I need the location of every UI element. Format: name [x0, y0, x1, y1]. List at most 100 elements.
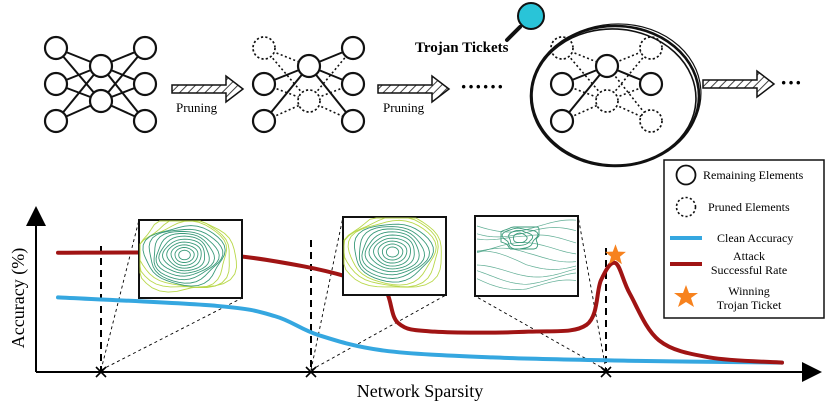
remaining-neuron: [340, 35, 366, 61]
contour-line: [174, 247, 195, 263]
x-axis-label: Network Sparsity: [357, 381, 483, 401]
network-edge: [606, 47, 652, 67]
contour-line: [354, 223, 434, 283]
remaining-neuron: [594, 53, 620, 79]
contour-line: [361, 228, 425, 276]
pruning-arrow-2: [377, 74, 451, 104]
contour-line: [142, 225, 226, 287]
network-edge: [606, 100, 652, 122]
remaining-element-icon: [675, 164, 697, 186]
trojan-tickets-title: Trojan Tickets: [415, 40, 509, 56]
sparsity-marker-2: [305, 366, 317, 378]
loss-landscape-inset-1: [138, 219, 243, 299]
loss-landscape-inset-3: [474, 215, 579, 297]
pruning-label-1: Pruning: [176, 100, 218, 115]
y-axis-label: Accuracy (%): [8, 248, 29, 348]
pruned-neuron: [639, 109, 663, 133]
remaining-neuron: [549, 108, 575, 134]
remaining-neuron: [132, 71, 158, 97]
clean-accuracy-line: [56, 295, 784, 365]
contour-line: [501, 227, 539, 250]
legend-attack-line2: Successful Rate: [711, 263, 787, 277]
legend-attack-line1: Attack: [733, 249, 765, 263]
pruned-neuron: [550, 36, 574, 60]
contour-line: [162, 238, 206, 272]
zoom-lines: [100, 215, 607, 371]
contour-line: [476, 250, 577, 270]
trojan-ticket-circle: [529, 23, 702, 168]
network-edge: [308, 100, 354, 122]
contour-line: [385, 246, 400, 258]
contour-line: [148, 228, 224, 284]
ellipsis-1: ······: [460, 74, 504, 99]
contour-line: [153, 231, 220, 281]
remaining-neuron: [43, 35, 69, 61]
contour-line: [158, 235, 210, 274]
chart: Network Sparsity Accuracy (%): [8, 206, 822, 401]
remaining-neuron: [251, 108, 277, 134]
contour-line: [381, 243, 404, 261]
network-edge: [606, 83, 652, 102]
sparsity-marker-1: [95, 366, 107, 378]
contour-line: [500, 226, 540, 250]
dense-network: [43, 35, 158, 134]
legend-pruned: Pruned Elements: [708, 200, 790, 214]
contour-line: [155, 233, 215, 277]
remaining-neuron: [549, 71, 575, 97]
sparsity-marker-3: [600, 366, 612, 378]
pruned-neuron: [252, 36, 276, 60]
network-edge: [263, 47, 310, 67]
network-edge: [561, 47, 608, 67]
loss-landscape-inset-2: [342, 216, 447, 296]
contour-line: [358, 226, 430, 279]
legend: Remaining Elements Pruned Elements Clean…: [663, 159, 825, 319]
attack-successful-rate-line: [56, 250, 784, 365]
legend-winning-line1: Winning: [728, 284, 770, 298]
contour-line: [476, 247, 577, 263]
contour-line: [476, 278, 577, 290]
contour-line: [178, 249, 191, 261]
contour-line: [513, 232, 528, 244]
contour-line: [364, 231, 420, 273]
contour-line: [373, 237, 411, 267]
contour-line: [476, 264, 577, 278]
continue-arrow: [702, 69, 776, 99]
contour-line: [343, 217, 439, 288]
contour-line: [476, 242, 577, 255]
pruning-arrow-1: [171, 74, 245, 104]
contour-line: [347, 219, 437, 286]
remaining-neuron: [340, 108, 366, 134]
remaining-neuron: [43, 71, 69, 97]
pruned-element-icon: [675, 196, 697, 218]
remaining-neuron: [132, 108, 158, 134]
magnifier-icon: [505, 2, 545, 42]
contour-line: [139, 220, 228, 289]
remaining-neuron: [43, 108, 69, 134]
remaining-neuron: [251, 71, 277, 97]
contour-line: [166, 241, 202, 269]
pruned-neuron: [595, 89, 619, 113]
contour-line: [368, 234, 415, 270]
remaining-neuron: [88, 88, 114, 114]
pruning-label-2: Pruning: [383, 100, 425, 115]
pruned-network-1: [251, 35, 366, 134]
remaining-neuron: [88, 53, 114, 79]
legend-remaining: Remaining Elements: [703, 168, 804, 182]
contour-line: [508, 229, 534, 247]
winning-trojan-ticket-star: [605, 244, 626, 265]
winning-ticket-star-icon: [674, 285, 698, 307]
trojan-ticket-network: [549, 36, 664, 134]
pruned-neuron: [297, 89, 321, 113]
remaining-neuron: [638, 71, 664, 97]
remaining-neuron: [132, 35, 158, 61]
network-edge: [308, 83, 354, 102]
pruned-neuron: [639, 36, 663, 60]
ellipsis-2: ···: [780, 70, 802, 95]
remaining-neuron: [340, 71, 366, 97]
contour-line: [170, 244, 199, 266]
remaining-neuron: [296, 53, 322, 79]
legend-clean: Clean Accuracy: [717, 231, 793, 245]
sparsity-markers: [95, 366, 612, 378]
